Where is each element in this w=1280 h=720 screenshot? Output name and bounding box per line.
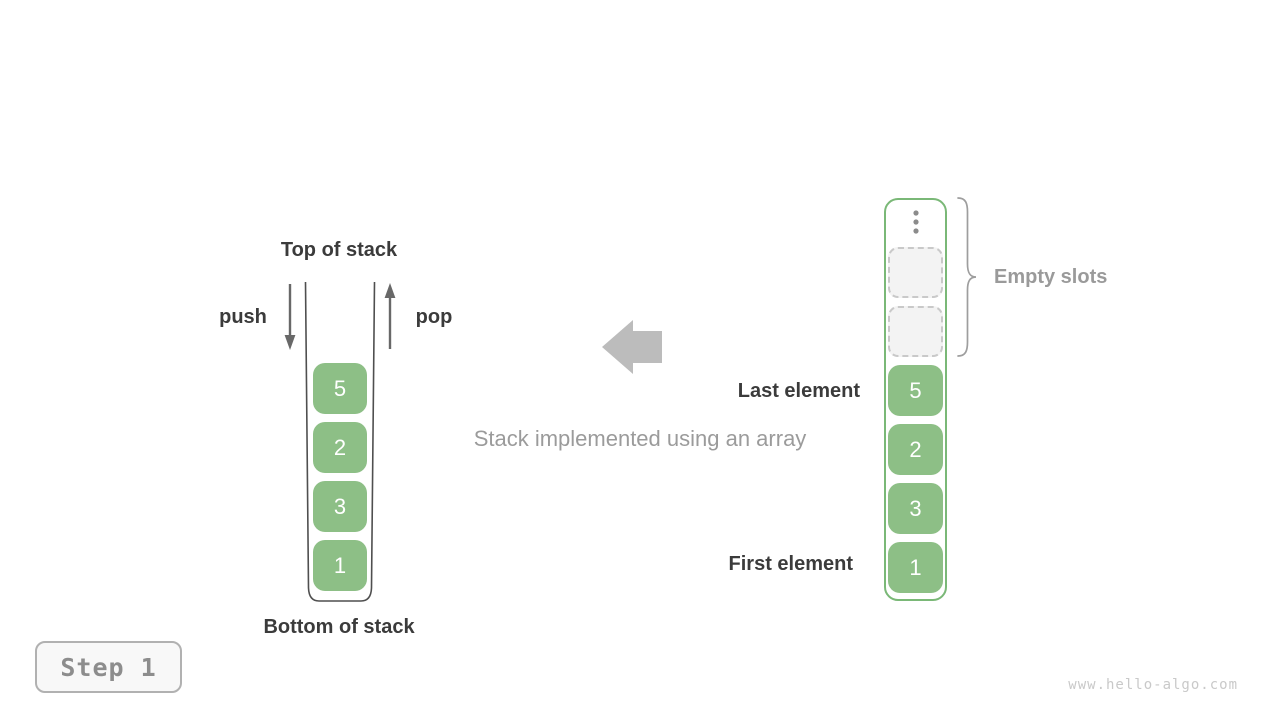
empty-slot <box>888 247 943 298</box>
stack-container-outline <box>304 282 376 602</box>
push-label: push <box>219 306 267 328</box>
first-element-label: First element <box>728 553 853 575</box>
empty-slots-label: Empty slots <box>994 266 1108 288</box>
push-arrow-down-icon <box>284 284 296 350</box>
array-cell: 5 <box>888 365 943 416</box>
last-element-label: Last element <box>737 380 860 402</box>
pop-label: pop <box>415 306 453 328</box>
array-container: 5 2 3 1 <box>884 198 947 601</box>
vertical-dots-icon <box>912 210 919 234</box>
step-badge: Step 1 <box>35 641 182 693</box>
watermark-url: www.hello-algo.com <box>1068 677 1238 693</box>
array-cell: 3 <box>888 483 943 534</box>
curly-brace-right-icon <box>957 197 977 357</box>
empty-slot <box>888 306 943 357</box>
stack-cell: 1 <box>313 540 367 591</box>
stack-cell: 5 <box>313 363 367 414</box>
stack-cell: 2 <box>313 422 367 473</box>
array-cell: 1 <box>888 542 943 593</box>
block-arrow-left-icon <box>602 320 662 374</box>
array-cell: 2 <box>888 424 943 475</box>
bottom-of-stack-label: Bottom of stack <box>263 616 415 638</box>
pop-arrow-up-icon <box>384 283 396 349</box>
top-of-stack-label: Top of stack <box>280 239 398 261</box>
diagram-caption: Stack implemented using an array <box>473 426 807 451</box>
stack-cell: 3 <box>313 481 367 532</box>
